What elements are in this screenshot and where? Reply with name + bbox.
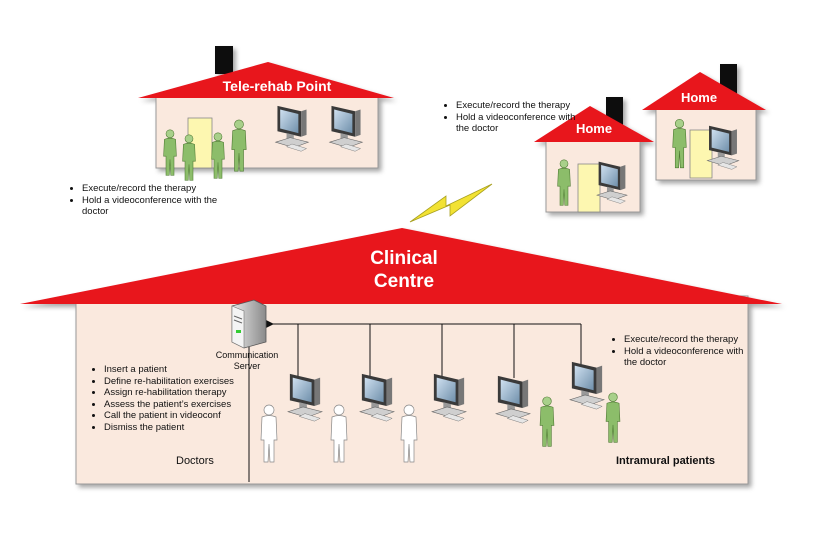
bullet-item: Assign re-habilitation therapy <box>104 387 284 399</box>
arrow-head <box>266 320 274 328</box>
bullet-item: Hold a videoconference with the doctor <box>456 112 586 135</box>
bullet-item: Hold a videoconference with the doctor <box>624 346 754 369</box>
clinical-centre-title-line-2: Centre <box>374 271 434 292</box>
door-icon <box>689 129 713 179</box>
bullet-item: Execute/record the therapy <box>624 334 754 346</box>
doctors-label: Doctors <box>176 455 214 467</box>
intramural-bullets: Execute/record the therapy Hold a videoc… <box>608 334 754 369</box>
bullet-item: Dismiss the patient <box>104 422 284 434</box>
server-icon <box>231 299 267 349</box>
door-icon <box>577 163 601 213</box>
bullet-item: Call the patient in videoconf <box>104 410 284 422</box>
home-bullets: Execute/record the therapy Hold a videoc… <box>440 100 586 135</box>
bullet-item: Define re-habilitation exercises <box>104 376 284 388</box>
lightning-icon <box>409 183 493 223</box>
tele-rehab-bullets: Execute/record the therapy Hold a videoc… <box>66 183 242 218</box>
intramural-patients-label: Intramural patients <box>616 455 716 467</box>
tele-rehab-title: Tele-rehab Point <box>223 78 332 94</box>
bullet-item: Insert a patient <box>104 364 284 376</box>
doctor-bullets: Insert a patient Define re-habilitation … <box>88 364 284 433</box>
bullet-item: Assess the patient’s exercises <box>104 399 284 411</box>
server-label-line-2: Server <box>234 361 261 371</box>
bullet-item: Execute/record the therapy <box>456 100 586 112</box>
clinical-centre-title-line-1: Clinical <box>370 248 438 269</box>
home-title-2: Home <box>681 90 717 105</box>
bullet-item: Hold a videoconference with the doctor <box>82 195 242 218</box>
bullet-item: Execute/record the therapy <box>82 183 242 195</box>
server-label-line-1: Communication <box>216 350 279 360</box>
home-title-1: Home <box>576 121 612 136</box>
network-lines <box>248 323 582 482</box>
